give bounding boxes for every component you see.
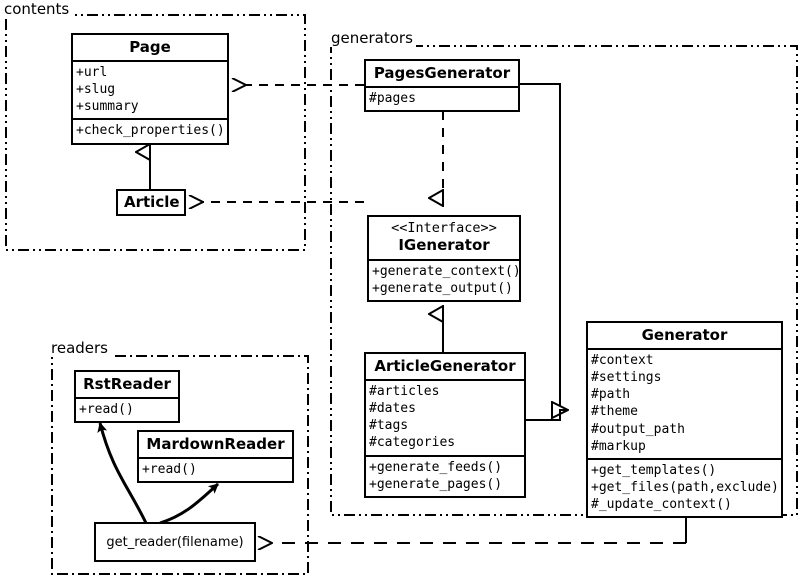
operation: +read() (79, 402, 134, 417)
package-label-readers: readers (50, 339, 111, 357)
class-rstreader[interactable]: RstReader +read() (74, 370, 180, 424)
class-mardownreader-title: MardownReader (146, 435, 285, 453)
class-article-title: Article (124, 193, 180, 211)
operation: +check_properties() (76, 123, 225, 139)
class-articlegenerator-attributes: #articles #dates #tags #categories (366, 379, 524, 455)
class-igenerator[interactable]: <<Interface>> IGenerator +generate_conte… (367, 215, 521, 302)
operation: +generate_context() (372, 263, 521, 279)
operation: +get_templates() (591, 462, 717, 478)
attribute: +slug (76, 82, 116, 98)
function-box-get-reader[interactable]: get_reader(filename) (94, 522, 256, 562)
edge-getreader-returns-mardownreader (159, 482, 219, 525)
attribute: #articles (369, 384, 440, 399)
class-pagesgenerator-title: PagesGenerator (373, 64, 511, 82)
class-article[interactable]: Article (116, 189, 186, 216)
class-page-title: Page (129, 38, 171, 56)
attribute: #theme (591, 404, 638, 420)
operation: +generate_output() (372, 280, 513, 296)
class-generator-operations: +get_templates() +get_files(path,exclude… (588, 457, 781, 516)
operation: +read() (142, 462, 197, 477)
attribute: #tags (369, 418, 409, 434)
attribute: #output_path (591, 421, 685, 437)
attribute: #settings (591, 370, 662, 386)
class-generator-attributes: #context #settings #path #theme #output_… (588, 348, 781, 458)
class-generator[interactable]: Generator #context #settings #path #them… (586, 321, 783, 519)
attribute: +summary (76, 99, 139, 115)
class-rstreader-title: RstReader (83, 375, 171, 393)
operation: +get_files(path,exclude) (591, 480, 779, 496)
attribute: #categories (369, 435, 456, 451)
attribute: #context (591, 353, 654, 368)
edge-articlegenerator-inherits-generator (526, 409, 568, 421)
attribute: #markup (591, 438, 646, 454)
class-pagesgenerator[interactable]: PagesGenerator #pages (364, 59, 520, 113)
class-page-attributes: +url +slug +summary (73, 60, 227, 118)
class-igenerator-name: IGenerator (398, 235, 490, 254)
class-page[interactable]: Page +url +slug +summary +check_properti… (71, 33, 229, 145)
attribute: #path (591, 387, 631, 403)
class-igenerator-operations: +generate_context() +generate_output() (369, 258, 521, 300)
package-label-contents: contents (3, 0, 73, 18)
function-box-get-reader-label: get_reader(filename) (106, 534, 244, 550)
class-page-operations: +check_properties() (73, 118, 227, 142)
package-label-generators: generators (330, 29, 416, 47)
operation: +generate_pages() (369, 476, 503, 492)
class-rstreader-operations: +read() (76, 397, 178, 421)
attribute: +url (76, 65, 108, 80)
attribute: #pages (369, 91, 416, 106)
edge-pagesgenerator-inherits-generator (520, 83, 568, 410)
class-generator-title: Generator (641, 326, 728, 344)
attribute: #dates (369, 401, 416, 417)
class-articlegenerator-title: ArticleGenerator (374, 357, 516, 375)
class-igenerator-title: <<Interface>> IGenerator (369, 217, 519, 259)
class-mardownreader-operations: +read() (139, 457, 292, 481)
operation: #_update_context() (591, 497, 732, 513)
class-articlegenerator-operations: +generate_feeds() +generate_pages() (366, 454, 524, 496)
class-mardownreader[interactable]: MardownReader +read() (137, 430, 294, 484)
class-pagesgenerator-attributes: #pages (366, 86, 518, 110)
class-articlegenerator[interactable]: ArticleGenerator #articles #dates #tags … (364, 352, 526, 498)
operation: +generate_feeds() (369, 459, 503, 475)
